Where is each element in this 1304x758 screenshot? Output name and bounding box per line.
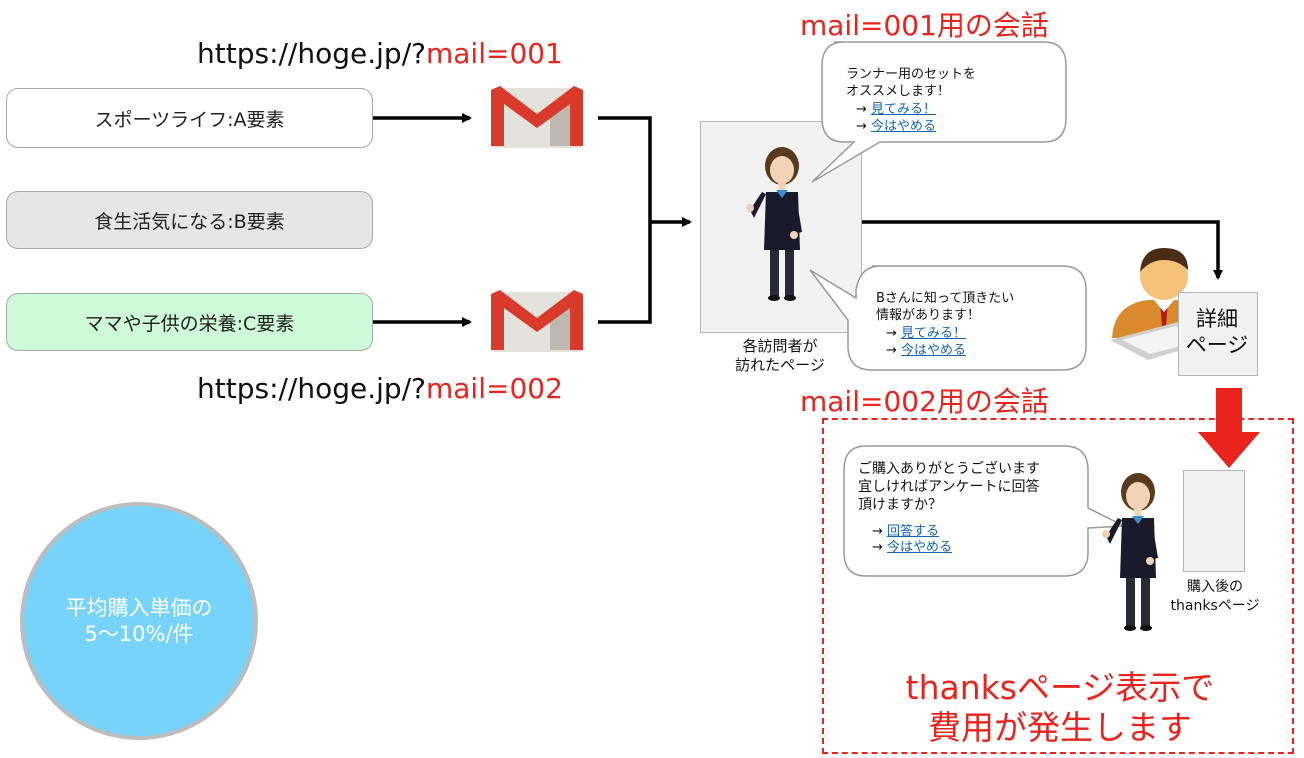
heading-mail-002: mail=002用の会話 — [800, 385, 1049, 418]
speech-bubble-001 — [811, 41, 1067, 183]
link-view-001[interactable]: 見てみる！ — [871, 102, 937, 117]
heading-mail-001: mail=001用の会話 — [800, 9, 1049, 42]
thanks-region-box — [822, 418, 1294, 754]
detail-page-label: 詳細 ページ — [1185, 307, 1249, 357]
price-rate-circle: 平均購入単価の 5～10%/件 — [20, 502, 258, 740]
link-later-002[interactable]: 今はやめる — [901, 343, 967, 358]
receptionist-figure — [746, 147, 802, 301]
link-answer[interactable]: 回答する — [887, 524, 940, 539]
segment-b-box: 食生活気になる:B要素 — [6, 191, 373, 249]
link-later-001[interactable]: 今はやめる — [871, 119, 937, 134]
arrow-to-detail-page — [860, 220, 1223, 280]
link-view-002[interactable]: 見てみる！ — [901, 326, 967, 341]
thanks-page-box — [1183, 470, 1245, 572]
url-mail-002: https://hoge.jp/?mail=002 — [197, 372, 563, 405]
receptionist-figure — [1102, 473, 1158, 631]
thanks-cost-message: thanksページ表示で 費用が発生します — [905, 668, 1215, 747]
bubble-002-text: Bさんに知って頂きたい 情報があります！ → 見てみる！ → 今はやめる — [876, 291, 1015, 358]
link-later-thanks[interactable]: 今はやめる — [887, 540, 953, 555]
connector-mail002 — [598, 222, 652, 324]
speech-bubble-002 — [809, 265, 1087, 371]
bubble-thanks-text: ご購入ありがとうございます 宜しければアンケートに回答 頂けますか？ → 回答す… — [858, 461, 1040, 555]
segment-c-box: ママや子供の栄養:C要素 — [6, 293, 373, 351]
url-mail-001: https://hoge.jp/?mail=001 — [197, 37, 563, 70]
gmail-icon — [491, 86, 583, 148]
price-rate-label: 平均購入単価の 5～10%/件 — [65, 596, 213, 646]
visitor-page-caption: 各訪問者が 訪れたページ — [735, 337, 825, 374]
down-arrow-icon — [1198, 388, 1260, 468]
detail-page-box — [1178, 292, 1258, 376]
connector-mail001 — [598, 116, 652, 222]
bubble-001-text: ランナー用のセットを オススメします！ → 見てみる！ → 今はやめる — [846, 67, 977, 134]
segment-a-box: スポーツライフ:A要素 — [6, 88, 373, 148]
speech-bubble-thanks — [843, 445, 1127, 577]
thanks-page-caption: 購入後の thanksページ — [1170, 579, 1260, 614]
gmail-icon — [491, 290, 583, 352]
